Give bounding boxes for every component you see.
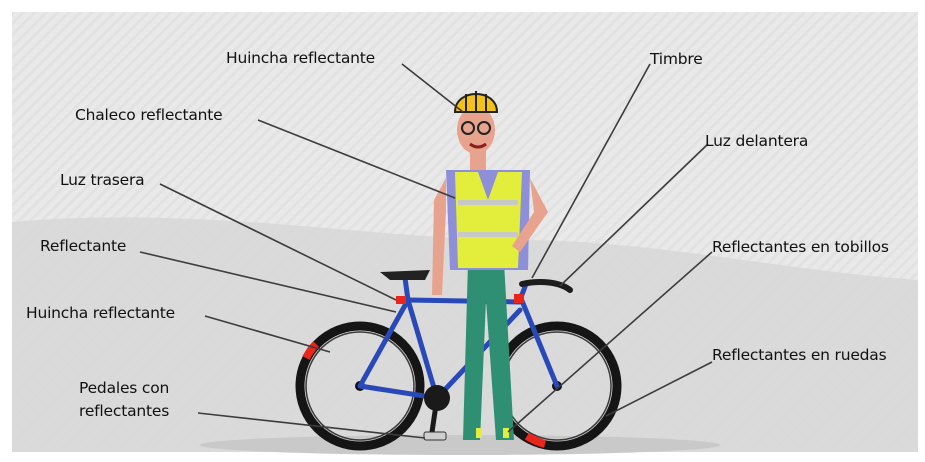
label-huincha-reflectante-top: Huincha reflectante — [226, 49, 375, 67]
label-chaleco-reflectante: Chaleco reflectante — [75, 106, 223, 124]
ground-shadow — [200, 435, 720, 455]
label-luz-delantera: Luz delantera — [705, 132, 808, 150]
label-pedales-line1: Pedales con — [79, 379, 169, 397]
label-luz-trasera: Luz trasera — [60, 171, 144, 189]
label-timbre: Timbre — [650, 50, 703, 68]
label-reflectante: Reflectante — [40, 237, 126, 255]
front-light — [514, 294, 524, 303]
label-reflectantes-tobillos: Reflectantes en tobillos — [712, 238, 889, 256]
label-pedales-line2: reflectantes — [79, 402, 169, 420]
ankle-reflector-left — [476, 428, 482, 438]
ankle-reflector-right — [503, 428, 509, 438]
label-reflectantes-ruedas: Reflectantes en ruedas — [712, 346, 886, 364]
rear-light — [396, 296, 406, 304]
pedal — [424, 432, 446, 440]
label-huincha-reflectante-left: Huincha reflectante — [26, 304, 175, 322]
